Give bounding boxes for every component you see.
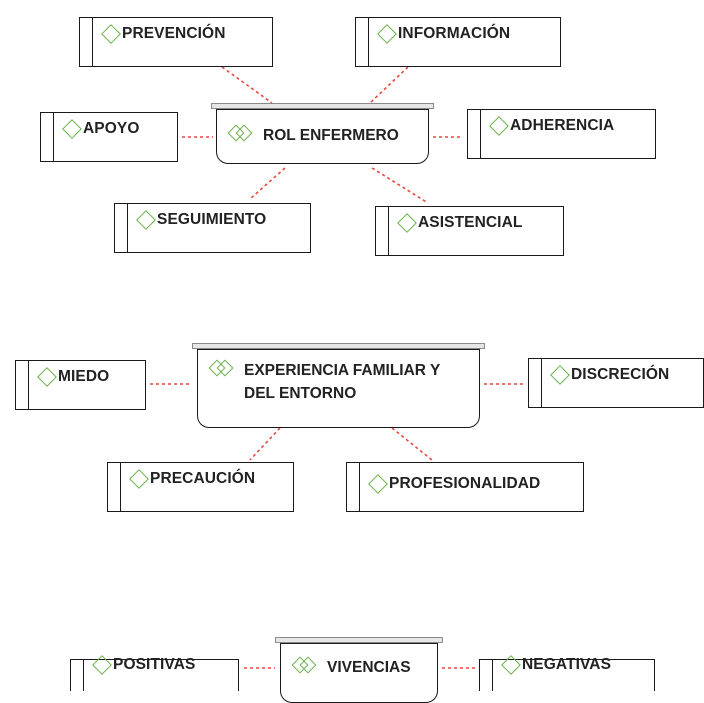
diamond-icon bbox=[37, 367, 57, 387]
diamond-icon bbox=[129, 469, 149, 489]
diamond-icon bbox=[62, 119, 82, 139]
diamond-icon bbox=[377, 24, 397, 44]
double-diamond-icon bbox=[227, 124, 255, 143]
code-positivas[interactable]: POSITIVAS bbox=[70, 655, 239, 691]
diamond-icon bbox=[397, 213, 417, 233]
code-apoyo[interactable]: APOYO bbox=[40, 112, 178, 162]
code-precaucion[interactable]: PRECAUCIÓN bbox=[107, 462, 294, 512]
code-discrecion[interactable]: DISCRECIÓN bbox=[528, 358, 704, 408]
family-vivencias[interactable]: VIVENCIAS bbox=[275, 637, 443, 703]
family-experiencia-familiar[interactable]: EXPERIENCIA FAMILIAR Y DEL ENTORNO bbox=[192, 343, 485, 428]
family-rol-enfermero[interactable]: ROL ENFERMERO bbox=[211, 103, 434, 164]
double-diamond-icon bbox=[291, 656, 319, 675]
family-header-bar bbox=[192, 343, 485, 349]
diamond-icon bbox=[550, 365, 570, 385]
diamond-icon bbox=[489, 116, 509, 136]
diamond-icon bbox=[136, 210, 156, 230]
family-header-bar bbox=[211, 103, 434, 109]
code-informacion[interactable]: INFORMACIÓN bbox=[355, 17, 561, 67]
diamond-icon bbox=[368, 474, 388, 494]
link-precaucion bbox=[249, 427, 281, 461]
link-informacion bbox=[369, 66, 409, 104]
code-adherencia[interactable]: ADHERENCIA bbox=[467, 109, 656, 159]
code-profesionalidad[interactable]: PROFESIONALIDAD bbox=[346, 462, 584, 512]
diamond-icon bbox=[92, 655, 112, 675]
double-diamond-icon bbox=[208, 359, 236, 378]
family-header-bar bbox=[275, 637, 443, 643]
link-prevencion bbox=[221, 66, 273, 104]
code-asistencial[interactable]: ASISTENCIAL bbox=[375, 206, 564, 256]
family-label: VIVENCIAS bbox=[327, 659, 411, 676]
code-prevencion[interactable]: PREVENCIÓN bbox=[79, 17, 273, 67]
code-seguimiento[interactable]: SEGUIMIENTO bbox=[114, 203, 311, 253]
family-label: ROL ENFERMERO bbox=[263, 127, 399, 144]
diamond-icon bbox=[101, 24, 121, 44]
link-seguimiento bbox=[249, 167, 286, 200]
family-label-line2: DEL ENTORNO bbox=[244, 385, 357, 402]
diamond-icon bbox=[501, 655, 521, 675]
code-negativas[interactable]: NEGATIVAS bbox=[479, 655, 655, 691]
link-asistencial bbox=[371, 167, 429, 204]
link-profesionalidad bbox=[391, 427, 433, 461]
family-label-line1: EXPERIENCIA FAMILIAR Y bbox=[244, 362, 441, 379]
code-miedo[interactable]: MIEDO bbox=[15, 360, 146, 410]
